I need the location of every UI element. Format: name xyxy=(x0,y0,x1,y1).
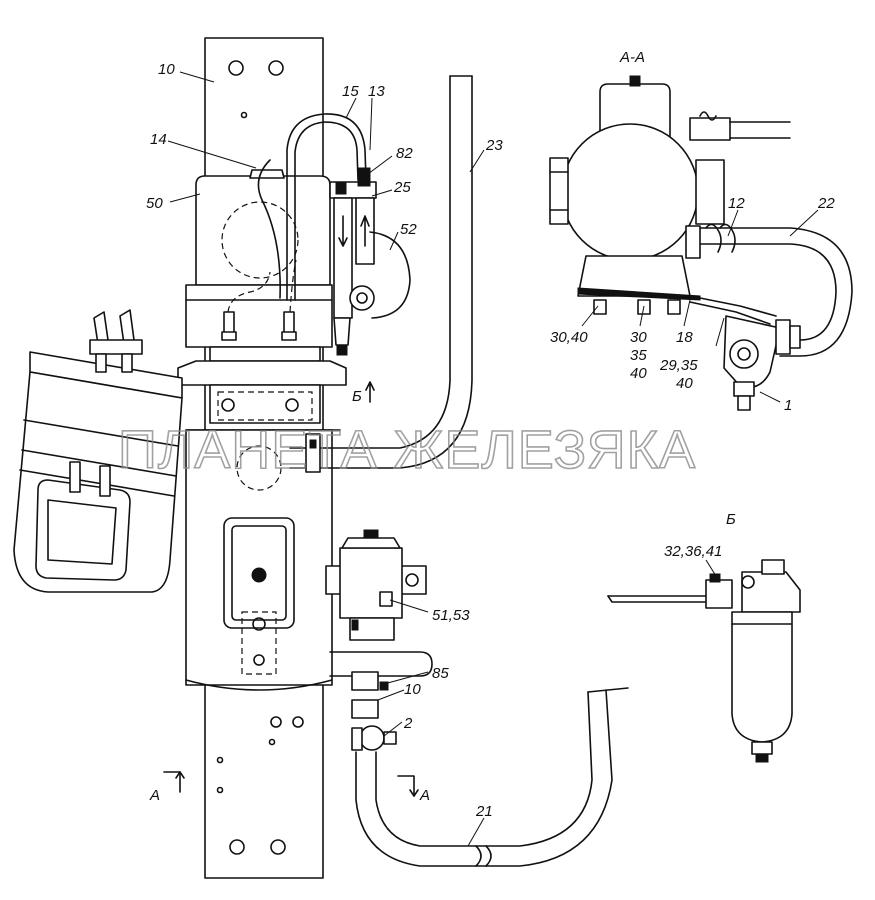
section-titles: А-А Б Б А А xyxy=(149,49,736,804)
callout-51-53: 51,53 xyxy=(432,607,470,624)
upper-filter-housing xyxy=(177,169,347,431)
callout-10-low: 10 xyxy=(404,681,421,698)
callout-32-36-41: 32,36,41 xyxy=(664,543,722,560)
callout-40-a: 40 xyxy=(630,365,647,382)
callout-1: 1 xyxy=(784,397,792,414)
leader-lines xyxy=(167,71,819,847)
section-markers xyxy=(163,381,419,797)
callout-22: 22 xyxy=(817,195,835,212)
fuel-line-loop xyxy=(257,113,367,301)
bracket-52 xyxy=(369,231,411,319)
callout-labels: 10 15 13 14 82 25 50 52 23 12 22 30,40 3… xyxy=(146,61,835,820)
callout-50: 50 xyxy=(146,195,163,212)
callout-30: 30 xyxy=(630,329,647,346)
callout-15: 15 xyxy=(342,83,359,100)
callout-82: 82 xyxy=(396,145,413,162)
view-marker-b: Б xyxy=(352,388,362,405)
section-title-aa: А-А xyxy=(619,49,645,66)
callout-85: 85 xyxy=(432,665,449,682)
callout-14: 14 xyxy=(150,131,167,148)
pipe-23 xyxy=(289,75,473,473)
watermark: ПЛАНЕТА ЖЕЛЕЗЯКА xyxy=(118,420,696,480)
callout-18: 18 xyxy=(676,329,693,346)
fittings-block xyxy=(329,167,377,356)
pipe-21 xyxy=(355,687,629,867)
view-b xyxy=(607,559,801,763)
view-title-b: Б xyxy=(726,511,736,528)
callout-23: 23 xyxy=(485,137,503,154)
section-marker-a-right: А xyxy=(419,787,430,804)
primer-pump xyxy=(13,309,183,593)
section-marker-a-left: А xyxy=(149,787,160,804)
callout-25: 25 xyxy=(393,179,411,196)
callout-10-top: 10 xyxy=(158,61,175,78)
callout-2: 2 xyxy=(403,715,413,732)
callout-52: 52 xyxy=(400,221,417,238)
callout-35: 35 xyxy=(630,347,647,364)
callout-13: 13 xyxy=(368,83,385,100)
lower-hose xyxy=(329,651,433,751)
callout-29-35: 29,35 xyxy=(659,357,698,374)
callout-12: 12 xyxy=(728,195,745,212)
callout-40-b: 40 xyxy=(676,375,693,392)
callout-30-40: 30,40 xyxy=(550,329,588,346)
section-aa-view xyxy=(549,75,853,411)
callout-21: 21 xyxy=(475,803,493,820)
